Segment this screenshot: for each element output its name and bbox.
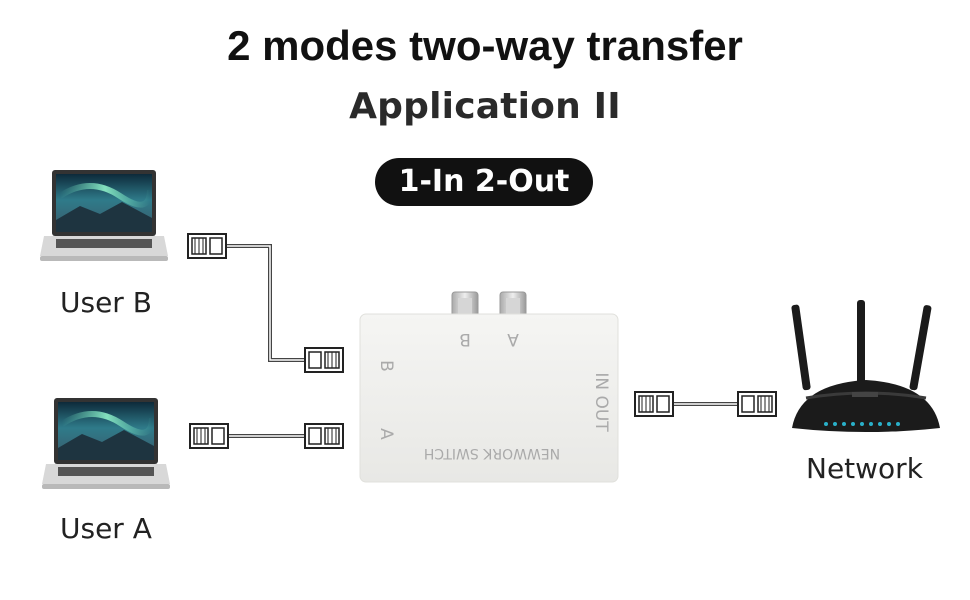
switch-knob-b-label: B (459, 329, 471, 349)
rj45-connector-icon (304, 347, 344, 373)
switch-port-a-label: A (376, 428, 396, 440)
switch-brand-text: NEWWORK SWITCH (424, 445, 560, 461)
laptop-user-a-icon (42, 398, 170, 489)
rj45-connector-icon (304, 423, 344, 449)
rj45-connector-icon (634, 391, 674, 417)
switch-port-b-label: B (376, 360, 396, 372)
switch-in-out-label: IN OUT (591, 372, 611, 432)
network-label: Network (806, 452, 923, 485)
rj45-connector-icon (189, 423, 229, 449)
laptop-user-b-icon (40, 170, 168, 261)
page-title: 2 modes two-way transfer (227, 22, 743, 69)
rj45-connector-icon (737, 391, 777, 417)
mode-badge: 1-In 2-Out (375, 158, 593, 206)
network-switch: B A B A IN OUT NEWWORK SWITCH (359, 291, 619, 483)
rj45-connector-icon (187, 233, 227, 259)
cable-user-b (187, 233, 344, 373)
cable-user-a (189, 423, 344, 449)
user-a-label: User A (60, 512, 152, 545)
user-b-label: User B (60, 286, 152, 319)
page-subtitle: Application II (349, 86, 621, 127)
cable-network (634, 391, 777, 417)
router-icon (791, 300, 940, 432)
switch-knob-a-label: A (507, 329, 519, 349)
